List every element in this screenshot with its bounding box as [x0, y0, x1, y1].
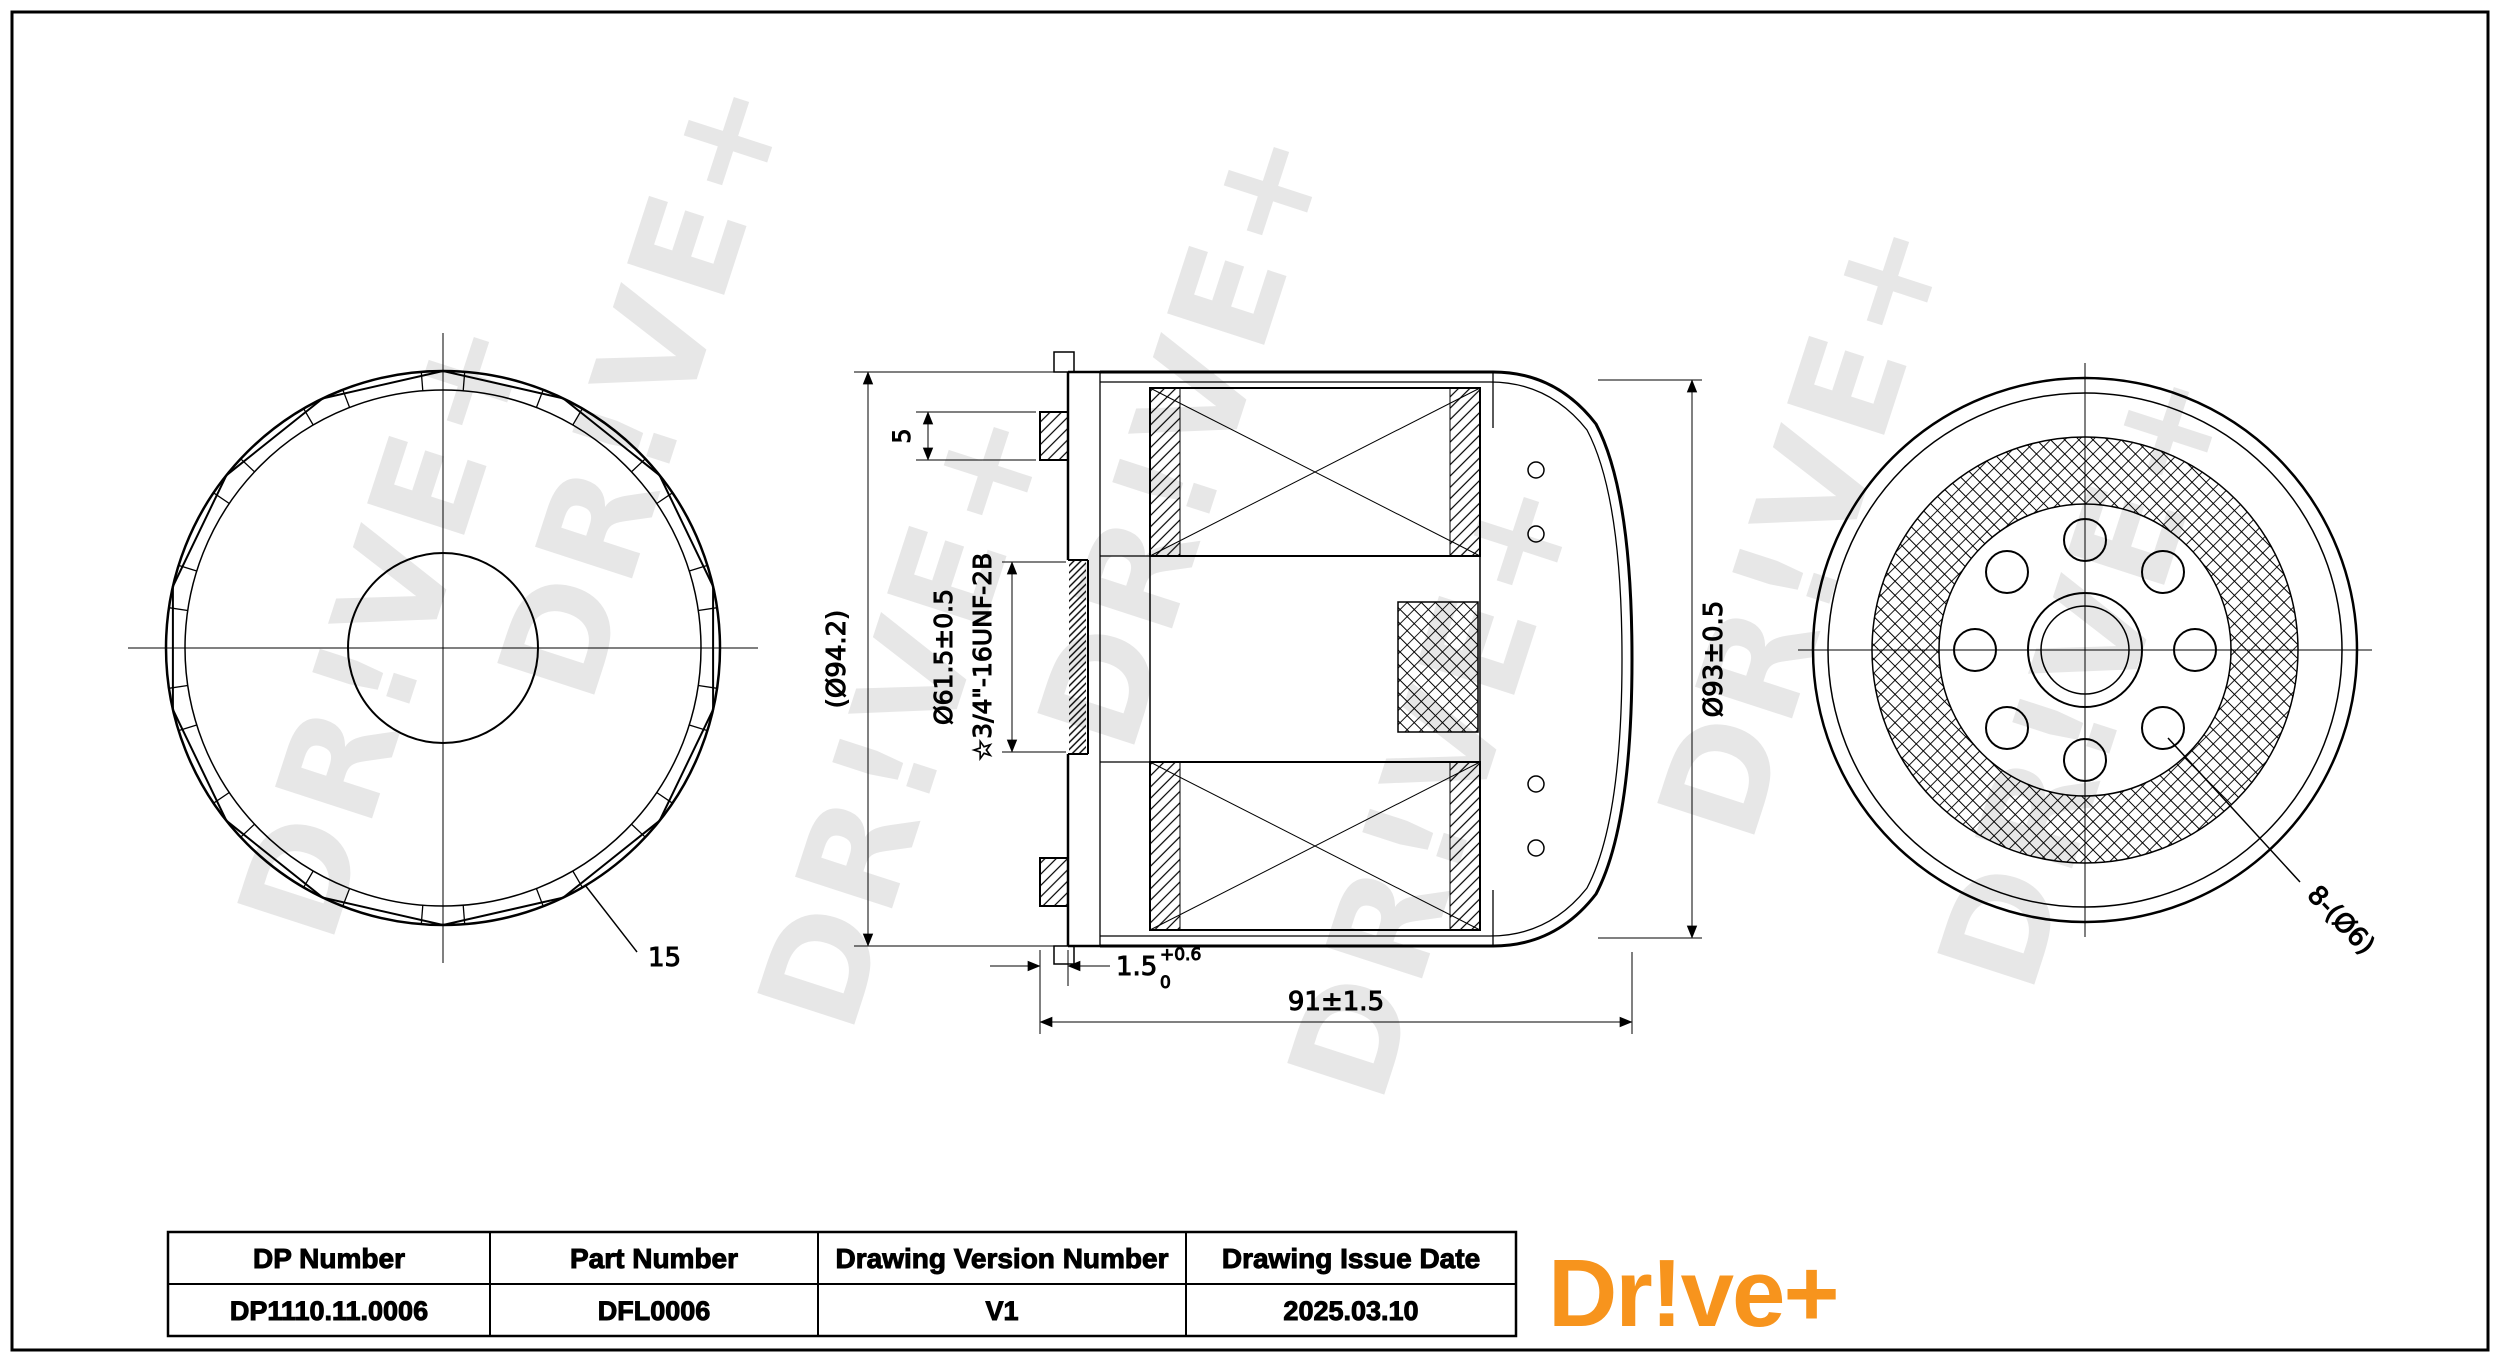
- spot-weld: [1527, 775, 1545, 793]
- title-block: DP Number Part Number Drawing Version Nu…: [166, 1230, 1518, 1338]
- element-diagonal: [1149, 761, 1481, 931]
- dim-gasket-label: 1.5: [1116, 952, 1157, 982]
- brand-logo: Dr!ve+: [1548, 1240, 1838, 1347]
- thread-hole-inner: [2040, 605, 2130, 695]
- gasket-inner-edge: [1938, 503, 2232, 797]
- thread-spec-label: ☆3/4"-16UNF-2B: [968, 553, 997, 761]
- inlet-hole: [1953, 628, 1997, 672]
- dim-body-diameter-label: Ø93±0.5: [1699, 601, 1729, 718]
- spot-weld: [1527, 461, 1545, 479]
- dim-gasket-upper-tolerance: +0.6: [1160, 945, 1201, 965]
- center-boss-circle: [347, 552, 539, 744]
- leader-line-flutes: [584, 884, 638, 953]
- inlet-hole: [2141, 706, 2185, 750]
- inlet-hole: [1985, 706, 2029, 750]
- leader-line-holes: [2167, 737, 2301, 883]
- inlet-hole: [2063, 518, 2107, 562]
- thread-section-hatch: [1069, 561, 1086, 753]
- shell-outer: [1100, 370, 1634, 948]
- header-dp-number: DP Number: [253, 1243, 405, 1274]
- inlet-hole: [2063, 738, 2107, 782]
- rolled-seam-circle: [1827, 392, 2343, 908]
- sheet-border: [10, 10, 2490, 1352]
- shell-inner: [1100, 381, 1623, 937]
- gasket-section-bottom: [1039, 857, 1069, 907]
- flute-polygon: [171, 369, 715, 927]
- flute-ticks: [168, 371, 718, 925]
- section-dimensions: (Ø94.2) 5 Ø61.5±0.5 ☆3/4"-16UNF-2B Ø93±0…: [822, 371, 1730, 1034]
- inlet-hole: [2141, 550, 2185, 594]
- element-diagonal: [1149, 387, 1481, 557]
- dim-body-length-label: 91±1.5: [1288, 987, 1384, 1017]
- header-issue-date: Drawing Issue Date: [1222, 1243, 1480, 1274]
- value-dp-number: DP1110.11.0006: [230, 1296, 428, 1326]
- header-drawing-version: Drawing Version Number: [836, 1243, 1169, 1274]
- gasket-section-top: [1039, 411, 1069, 461]
- left-view-cap-end: 15: [128, 333, 758, 974]
- gasket-outer-edge: [1871, 436, 2299, 864]
- element-endcap-hatch: [1149, 761, 1181, 931]
- value-issue-date: 2025.03.10: [1283, 1296, 1418, 1326]
- spot-weld: [1527, 839, 1545, 857]
- header-part-number: Part Number: [570, 1243, 738, 1274]
- inlet-hole: [1985, 550, 2029, 594]
- value-part-number: DFL0006: [598, 1296, 711, 1326]
- dim-seam-label: 5: [888, 428, 916, 443]
- element-endcap-hatch: [1449, 387, 1481, 557]
- element-endcap-hatch: [1149, 387, 1181, 557]
- inlet-hole: [2173, 628, 2217, 672]
- dim-overall-diameter-label: (Ø94.2): [822, 610, 852, 709]
- element-endcap-hatch: [1449, 761, 1481, 931]
- gasket-ring-hatch: [1872, 437, 2298, 863]
- outer-circle: [1811, 376, 2359, 924]
- thread-hole-outer: [2027, 592, 2143, 708]
- section-view: [1039, 351, 1634, 965]
- spot-weld: [1527, 525, 1545, 543]
- flute-count-label: 15: [648, 943, 681, 973]
- dim-gasket-lower-tolerance: 0: [1160, 973, 1171, 993]
- spring-section: [1397, 601, 1479, 733]
- dim-thread-diameter-label: Ø61.5±0.5: [929, 589, 958, 725]
- inner-circle: [184, 389, 702, 907]
- value-drawing-version: V1: [985, 1296, 1018, 1326]
